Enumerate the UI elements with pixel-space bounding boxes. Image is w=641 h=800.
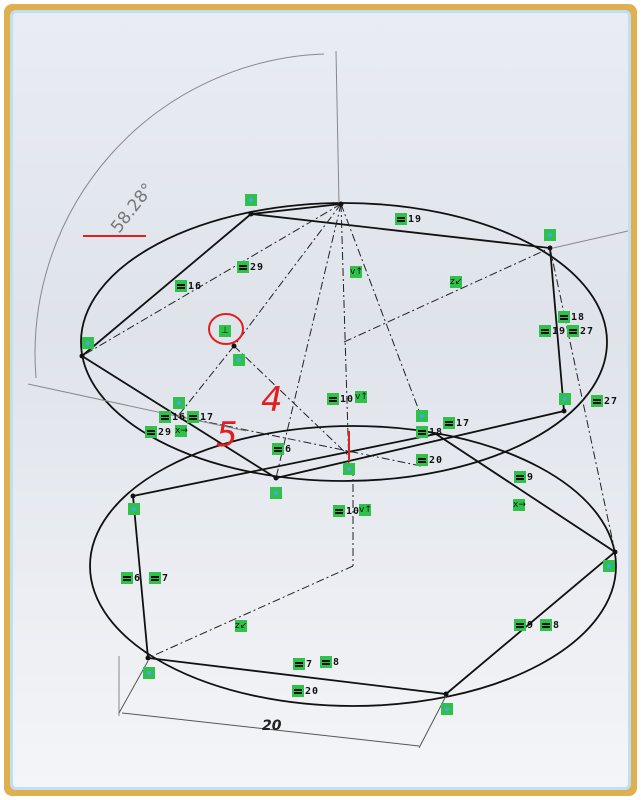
relation-equal[interactable]: 10 <box>327 393 354 405</box>
relation-equal[interactable]: 9 <box>514 619 534 631</box>
handwritten-4: 4 <box>261 380 283 420</box>
coincident-relation-icon[interactable]: z↙ <box>235 620 248 632</box>
vertical-relation-icon[interactable]: v↑ <box>359 504 372 516</box>
bottom-ellipse <box>89 425 617 707</box>
relation-equal[interactable]: 18 <box>416 426 443 438</box>
relation-equal[interactable]: 9 <box>514 471 534 483</box>
relation-equal[interactable]: 19 <box>395 213 422 225</box>
relation-equal[interactable]: 7 <box>293 658 313 670</box>
relation-equal[interactable]: 27 <box>591 395 618 407</box>
relation-equal[interactable]: 6 <box>272 443 292 455</box>
relation-equal[interactable]: 7 <box>149 572 169 584</box>
relation-equal[interactable]: 16 <box>175 280 202 292</box>
relation-equal[interactable]: 17 <box>443 417 470 429</box>
top-ellipse <box>80 202 608 482</box>
merge-point-icon[interactable] <box>559 393 571 405</box>
merge-point-icon[interactable] <box>416 410 428 422</box>
relation-equal[interactable]: 17 <box>187 411 214 423</box>
vertical-relation-icon[interactable]: v↑ <box>355 391 368 403</box>
length-dimension-value[interactable]: 20 <box>262 718 282 734</box>
horizontal-relation-icon[interactable]: x→ <box>175 425 188 437</box>
merge-point-icon[interactable] <box>270 487 282 499</box>
merge-point-icon[interactable] <box>343 463 355 475</box>
relation-equal[interactable]: 27 <box>567 325 594 337</box>
red-markup <box>83 235 350 461</box>
merge-point-icon[interactable] <box>233 354 245 366</box>
merge-point-icon[interactable] <box>544 229 556 241</box>
perpendicular-relation-icon[interactable]: ⊥ <box>219 325 231 337</box>
vertical-relation-icon[interactable]: v↑ <box>350 266 363 278</box>
relation-equal[interactable]: 18 <box>558 311 585 323</box>
relation-equal[interactable]: 8 <box>540 619 560 631</box>
sketch-canvas[interactable]: 58.28° 20 4 5 <box>13 13 631 790</box>
relation-equal[interactable]: 29 <box>237 261 264 273</box>
relation-equal[interactable]: 20 <box>416 454 443 466</box>
relation-equal[interactable]: 29 <box>145 426 172 438</box>
graphics-area[interactable]: 58.28° 20 4 5 19 29 16 18 19 27 27 10 16… <box>10 10 631 790</box>
relation-equal[interactable]: 19 <box>539 325 566 337</box>
coincident-relation-icon[interactable]: z↙ <box>450 276 463 288</box>
merge-point-icon[interactable] <box>173 397 185 409</box>
merge-point-icon[interactable] <box>245 194 257 206</box>
merge-point-icon[interactable] <box>128 503 140 515</box>
angle-dimension-value[interactable]: 58.28° <box>107 180 158 237</box>
relation-equal[interactable]: 8 <box>320 656 340 668</box>
relation-equal[interactable]: 6 <box>121 572 141 584</box>
angle-dimension <box>27 50 628 716</box>
merge-point-icon[interactable] <box>82 337 94 349</box>
merge-point-icon[interactable] <box>143 667 155 679</box>
merge-point-icon[interactable] <box>441 703 453 715</box>
relation-equal[interactable]: 20 <box>292 685 319 697</box>
relation-equal[interactable]: 16 <box>159 411 186 423</box>
relation-equal[interactable]: 10 <box>333 505 360 517</box>
top-polygon <box>81 213 565 479</box>
horizontal-relation-icon[interactable]: x→ <box>513 499 526 511</box>
merge-point-icon[interactable] <box>603 560 615 572</box>
construction-lines <box>81 203 616 659</box>
handwritten-5: 5 <box>216 415 238 455</box>
window-frame: 58.28° 20 4 5 19 29 16 18 19 27 27 10 16… <box>4 4 637 796</box>
bottom-polygon <box>132 433 617 695</box>
